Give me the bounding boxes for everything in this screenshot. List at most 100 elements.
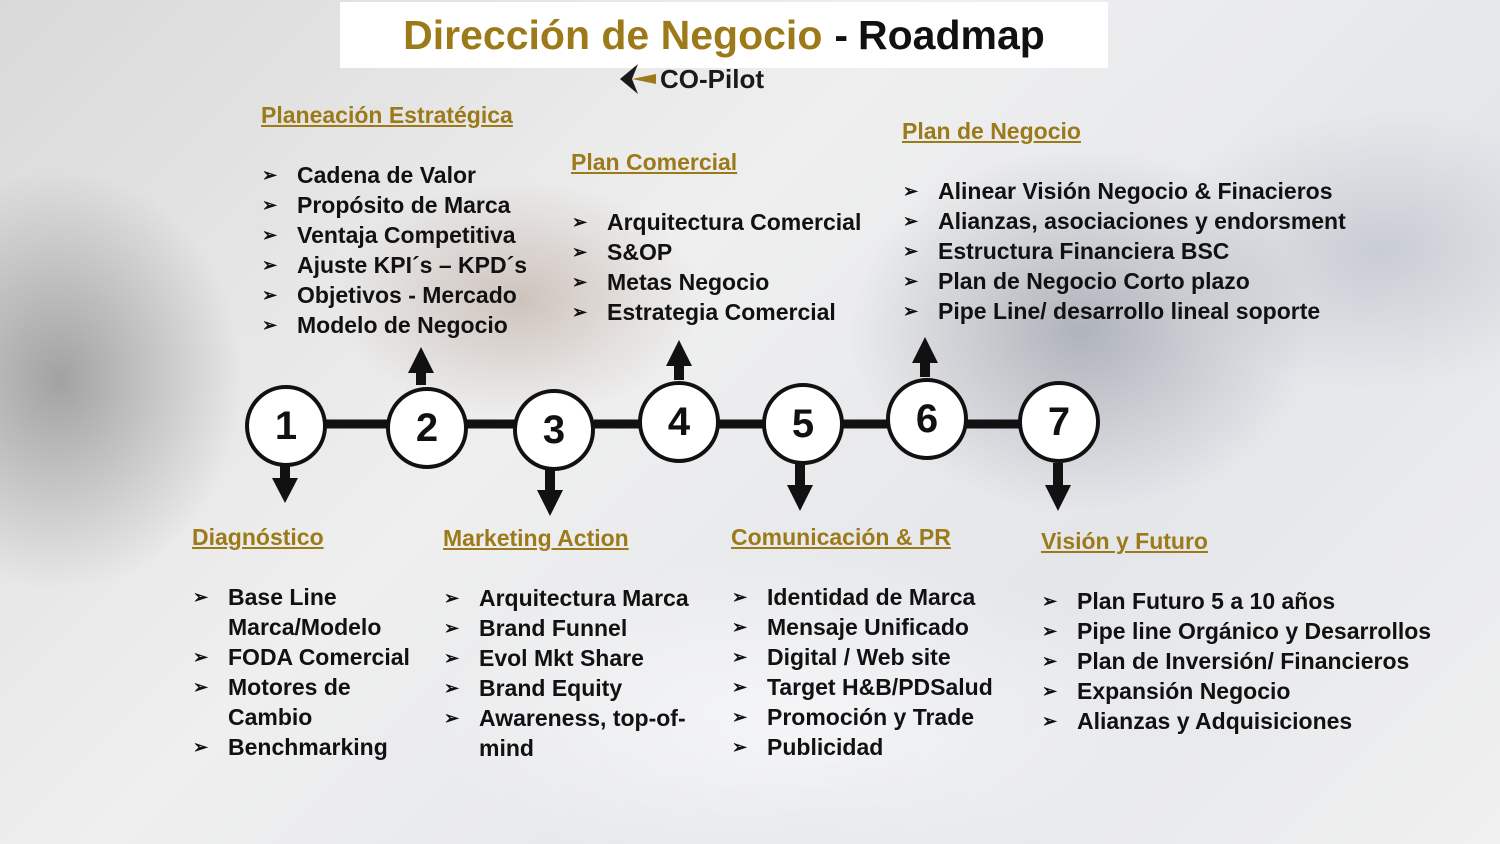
arrow-bullet-icon: ➢ xyxy=(444,618,460,638)
step-circle-7: 7 xyxy=(1018,381,1100,463)
arrow-bullet-icon: ➢ xyxy=(193,647,209,667)
list-marketing-action: ➢Arquitectura Marca➢Brand Funnel➢Evol Mk… xyxy=(444,583,716,763)
heading-comunicacion-pr: Comunicación & PR xyxy=(731,524,951,550)
heading-planeacion-estrategica: Planeación Estratégica xyxy=(261,102,513,128)
step-circle-6: 6 xyxy=(886,378,968,460)
title-banner: Dirección de Negocio - Roadmap xyxy=(340,2,1108,68)
list-item: ➢S&OP xyxy=(572,237,892,267)
arrow-bullet-icon: ➢ xyxy=(444,648,460,668)
arrow-bullet-icon: ➢ xyxy=(444,708,460,728)
arrow-bullet-icon: ➢ xyxy=(1042,681,1058,701)
list-item: ➢Motores de Cambio xyxy=(193,672,433,732)
arrow-bullet-icon: ➢ xyxy=(572,242,588,262)
list-item-text: Alianzas, asociaciones y endorsment xyxy=(938,208,1346,234)
heading-plan-comercial: Plan Comercial xyxy=(571,149,738,175)
arrow-bullet-icon: ➢ xyxy=(572,302,588,322)
list-item-text: Target H&B/PDSalud xyxy=(767,674,993,700)
list-item: ➢ Arquitectura Comercial xyxy=(572,207,892,237)
list-item-text: Benchmarking xyxy=(228,734,388,760)
arrow-bullet-icon: ➢ xyxy=(262,285,278,305)
list-item-text: Base Line Marca/Modelo xyxy=(228,584,382,640)
arrow-bullet-icon: ➢ xyxy=(732,587,748,607)
list-item-text: Motores de Cambio xyxy=(228,674,351,730)
list-item: ➢Metas Negocio xyxy=(572,267,892,297)
list-item-text: Objetivos - Mercado xyxy=(297,282,517,308)
arrow-bullet-icon: ➢ xyxy=(262,255,278,275)
list-item: ➢ Objetivos - Mercado xyxy=(262,280,562,310)
list-item: ➢Plan Futuro 5 a 10 años xyxy=(1042,586,1452,616)
arrow-bullet-icon: ➢ xyxy=(903,241,919,261)
list-item: ➢ Pipe Line/ desarrollo lineal soporte xyxy=(903,296,1403,326)
arrow-bullet-icon: ➢ xyxy=(572,272,588,292)
list-item-text: Cadena de Valor xyxy=(297,162,476,188)
list-item: ➢ FODA Comercial xyxy=(193,642,433,672)
copilot-logo: CO-Pilot xyxy=(618,62,764,96)
arrow-bullet-icon: ➢ xyxy=(903,271,919,291)
list-item: ➢Promoción y Trade xyxy=(732,702,1002,732)
arrow-bullet-icon: ➢ xyxy=(732,707,748,727)
heading-marketing-action: Marketing Action xyxy=(443,525,629,551)
arrow-bullet-icon: ➢ xyxy=(732,677,748,697)
logo-text: CO-Pilot xyxy=(660,63,764,94)
list-comunicacion-pr: ➢Identidad de Marca➢Mensaje Unificado➢Di… xyxy=(732,582,1002,762)
list-item: ➢Alinear Visión Negocio & Finacieros xyxy=(903,176,1403,206)
list-item-text: Expansión Negocio xyxy=(1077,678,1291,704)
arrow-bullet-icon: ➢ xyxy=(572,212,588,232)
list-diagnostico: ➢Base Line Marca/Modelo➢FODA Comercial➢M… xyxy=(193,582,433,762)
list-item-text: Ventaja Competitiva xyxy=(297,222,516,248)
arrow-bullet-icon: ➢ xyxy=(262,315,278,335)
arrow-bullet-icon: ➢ xyxy=(262,225,278,245)
list-item: ➢ Alianzas y Adquisiciones xyxy=(1042,706,1452,736)
arrow-bullet-icon: ➢ xyxy=(732,617,748,637)
arrow-bullet-icon: ➢ xyxy=(193,587,209,607)
list-item: ➢ Estrategia Comercial xyxy=(572,297,892,327)
list-item: ➢ Alianzas, asociaciones y endorsment xyxy=(903,206,1403,236)
title-main: Dirección de Negocio xyxy=(403,11,823,58)
list-item-text: Alianzas y Adquisiciones xyxy=(1077,708,1353,734)
list-item-text: Awareness, top-of-mind xyxy=(479,705,686,761)
list-item: ➢Brand Funnel xyxy=(444,613,716,643)
list-item: ➢Brand Equity xyxy=(444,673,716,703)
list-item: ➢ Target H&B/PDSalud xyxy=(732,672,1002,702)
arrow-bullet-icon: ➢ xyxy=(193,737,209,757)
arrow-bullet-icon: ➢ xyxy=(262,195,278,215)
heading-diagnostico: Diagnóstico xyxy=(192,524,324,550)
list-item-text: Plan de Negocio Corto plazo xyxy=(938,268,1250,294)
list-item-text: Arquitectura Comercial xyxy=(607,209,862,235)
list-item-text: Modelo de Negocio xyxy=(297,312,508,338)
list-item: ➢ Publicidad xyxy=(732,732,1002,762)
title-rest: Roadmap xyxy=(858,11,1045,58)
step-circle-2: 2 xyxy=(386,387,468,469)
list-vision-futuro: ➢Plan Futuro 5 a 10 años➢Pipe line Orgán… xyxy=(1042,586,1452,736)
list-item-text: Identidad de Marca xyxy=(767,584,976,610)
list-item: ➢ Benchmarking xyxy=(193,732,433,762)
arrow-bullet-icon: ➢ xyxy=(444,588,460,608)
list-item: ➢Propósito de Marca xyxy=(262,190,562,220)
step-circle-3: 3 xyxy=(513,389,595,471)
arrow-bullet-icon: ➢ xyxy=(444,678,460,698)
list-item-text: Pipe Line/ desarrollo lineal soporte xyxy=(938,298,1321,324)
list-item-text: Estructura Financiera BSC xyxy=(938,238,1230,264)
list-item-text: Estrategia Comercial xyxy=(607,299,836,325)
list-item: ➢ Ventaja Competitiva xyxy=(262,220,562,250)
list-item-text: Evol Mkt Share xyxy=(479,645,644,671)
arrow-bullet-icon: ➢ xyxy=(903,211,919,231)
list-item: ➢ Modelo de Negocio xyxy=(262,310,562,340)
list-item-text: FODA Comercial xyxy=(228,644,410,670)
list-item: ➢ Estructura Financiera BSC xyxy=(903,236,1403,266)
list-item: ➢Arquitectura Marca xyxy=(444,583,716,613)
arrow-bullet-icon: ➢ xyxy=(1042,591,1058,611)
list-item: ➢Ajuste KPI´s – KPD´s xyxy=(262,250,562,280)
arrow-bullet-icon: ➢ xyxy=(903,301,919,321)
title-separator: - xyxy=(834,11,849,58)
arrow-bullet-icon: ➢ xyxy=(732,737,748,757)
list-item-text: Pipe line Orgánico y Desarrollos xyxy=(1077,618,1432,644)
list-item-text: Publicidad xyxy=(767,734,884,760)
step-circle-1: 1 xyxy=(245,385,327,467)
list-item: ➢ Base Line Marca/Modelo xyxy=(193,582,433,642)
arrow-bullet-icon: ➢ xyxy=(903,181,919,201)
list-item: ➢Pipe line Orgánico y Desarrollos xyxy=(1042,616,1452,646)
arrow-bullet-icon: ➢ xyxy=(1042,711,1058,731)
list-item-text: Digital / Web site xyxy=(767,644,951,670)
list-item: ➢ Identidad de Marca xyxy=(732,582,1002,612)
